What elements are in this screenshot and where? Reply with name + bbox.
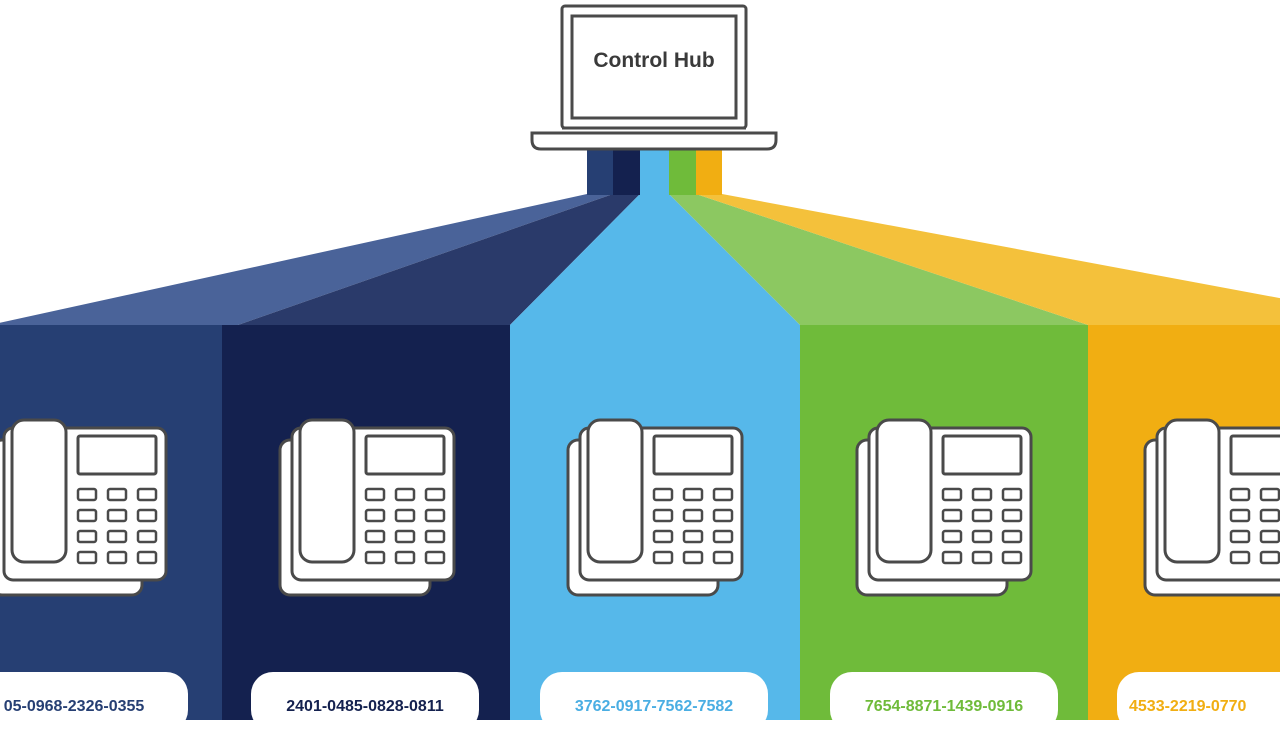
beam-5 bbox=[696, 194, 1280, 325]
desk-phone-icon bbox=[855, 418, 1033, 597]
desk-phone-icon bbox=[0, 418, 168, 597]
phone-number-1: 05-0968-2326-0355 bbox=[3, 698, 145, 715]
laptop-icon bbox=[530, 4, 778, 151]
phone-number-pill-1: 05-0968-2326-0355 bbox=[0, 672, 188, 732]
phone-number-pill-5: 4533-2219-0770 bbox=[1117, 672, 1280, 732]
phone-number-pill-4: 7654-8871-1439-0916 bbox=[830, 672, 1058, 732]
connector-strip-1 bbox=[587, 150, 613, 195]
beam-1 bbox=[0, 194, 613, 325]
desk-phone-icon bbox=[566, 418, 744, 597]
connector-strip-2 bbox=[613, 150, 640, 195]
phone-number-5: 4533-2219-0770 bbox=[1129, 698, 1247, 715]
phone-number-4: 7654-8871-1439-0916 bbox=[864, 698, 1024, 715]
laptop-title: Control Hub bbox=[593, 49, 715, 72]
beam-3 bbox=[510, 194, 800, 325]
phone-number-pill-2: 2401-0485-0828-0811 bbox=[251, 672, 479, 732]
connector-strip-5 bbox=[696, 150, 722, 195]
phones-layer bbox=[0, 418, 1280, 597]
phone-number-pill-3: 3762-0917-7562-7582 bbox=[540, 672, 768, 732]
connector-strip-4 bbox=[669, 150, 696, 195]
phone-number-2: 2401-0485-0828-0811 bbox=[286, 698, 444, 715]
desk-phone-icon bbox=[278, 418, 456, 597]
phone-number-3: 3762-0917-7562-7582 bbox=[574, 698, 734, 715]
beam-2 bbox=[238, 194, 640, 325]
beam-4 bbox=[669, 194, 1088, 325]
connector-strip-3 bbox=[640, 150, 669, 195]
desk-phone-icon bbox=[1143, 418, 1280, 597]
